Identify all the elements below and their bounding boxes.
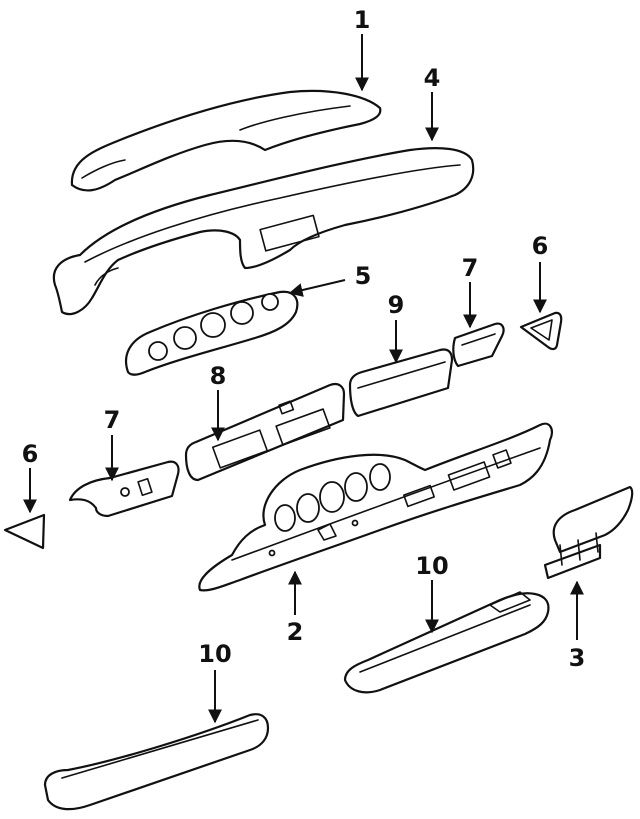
part-1-dash-pad-cover [70, 89, 382, 192]
callout-8: 8 [210, 362, 227, 390]
part-3-bracket [543, 485, 634, 580]
callout-1: 1 [354, 6, 371, 34]
callout-7-left: 7 [104, 406, 121, 434]
leader-5 [288, 279, 346, 297]
leader-lines [23, 34, 584, 724]
callout-10-right: 10 [415, 552, 448, 580]
part-5-gauge-bezel [124, 290, 299, 376]
part-7-end-trim-left [68, 460, 180, 518]
callout-9: 9 [388, 291, 405, 319]
callout-4: 4 [424, 64, 441, 92]
callout-labels: 1 4 5 6 7 9 8 7 6 10 2 3 10 [22, 6, 586, 672]
part-4-dashboard-panel [52, 147, 475, 316]
part-2-instrument-carrier [198, 422, 554, 592]
callout-5: 5 [355, 262, 372, 290]
part-10-knee-pad-right [343, 591, 550, 694]
callout-2: 2 [287, 618, 304, 646]
callout-6-left: 6 [22, 440, 39, 468]
callout-6-right: 6 [532, 232, 549, 260]
part-8-switch-panel [184, 382, 346, 482]
part-10-knee-pad-left [43, 713, 270, 811]
part-6-triangle-trim-right [519, 311, 563, 351]
callout-3: 3 [569, 644, 586, 672]
part-6-triangle-trim-left [3, 513, 46, 550]
part-7-vent-trim-right [452, 322, 505, 368]
part-9-trim-panel [348, 348, 454, 418]
callout-10-left: 10 [198, 640, 231, 668]
callout-7-right: 7 [462, 254, 479, 282]
